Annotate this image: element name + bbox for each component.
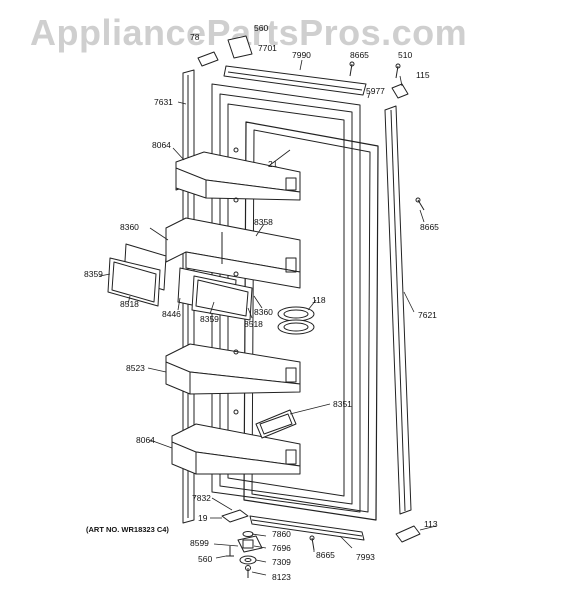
right-trim-strip <box>384 105 412 515</box>
dairy-compartment <box>165 217 301 289</box>
label-8599: 8599 <box>190 538 209 548</box>
label-8359-left: 8359 <box>84 269 103 279</box>
label-21: 21 <box>268 159 278 169</box>
top-hinge-parts <box>197 35 425 211</box>
label-8064-bottom: 8064 <box>136 435 155 445</box>
label-8358: 8358 <box>254 217 273 227</box>
label-8518-left: 8518 <box>120 299 139 309</box>
label-8351: 8351 <box>333 399 352 409</box>
label-7631: 7631 <box>154 97 173 107</box>
label-8665-bottom: 8665 <box>316 550 335 560</box>
label-560-bottom: 560 <box>198 554 213 564</box>
label-8064-top: 8064 <box>152 140 171 150</box>
label-8359-mid: 8359 <box>200 314 219 324</box>
label-8360-left: 8360 <box>120 222 139 232</box>
art-number: (ART NO. WR18323 C4) <box>86 525 169 534</box>
label-7860: 7860 <box>272 529 291 539</box>
label-560-top: 560 <box>254 23 269 33</box>
label-7701: 7701 <box>258 43 277 53</box>
label-7696: 7696 <box>272 543 291 553</box>
label-78: 78 <box>190 32 200 42</box>
label-8518-mid: 8518 <box>244 319 263 329</box>
dairy-door-left <box>107 243 167 307</box>
top-door-bin <box>175 151 301 201</box>
label-7309: 7309 <box>272 557 291 567</box>
label-7832: 7832 <box>192 493 211 503</box>
label-7993: 7993 <box>356 552 375 562</box>
bottom-hinge-parts <box>221 509 421 578</box>
label-8360-mid: 8360 <box>254 307 273 317</box>
bottom-door-bin <box>171 423 301 475</box>
label-8523: 8523 <box>126 363 145 373</box>
label-113: 113 <box>424 519 438 529</box>
middle-door-bin <box>165 343 301 395</box>
label-8446: 8446 <box>162 309 181 319</box>
label-7621: 7621 <box>418 310 437 320</box>
egg-tray <box>277 306 315 335</box>
leader-lines <box>99 59 437 576</box>
label-8665-top: 8665 <box>350 50 369 60</box>
label-8123: 8123 <box>272 572 291 582</box>
dairy-door-middle <box>177 267 253 321</box>
label-8665-right: 8665 <box>420 222 439 232</box>
label-7990: 7990 <box>292 50 311 60</box>
liner-holes <box>233 147 239 415</box>
label-19: 19 <box>198 513 208 523</box>
label-118: 118 <box>312 295 326 305</box>
label-5977: 5977 <box>366 86 385 96</box>
label-510: 510 <box>398 50 413 60</box>
label-115: 115 <box>416 70 430 80</box>
top-cap-strip <box>223 65 367 96</box>
small-cover <box>255 409 297 439</box>
